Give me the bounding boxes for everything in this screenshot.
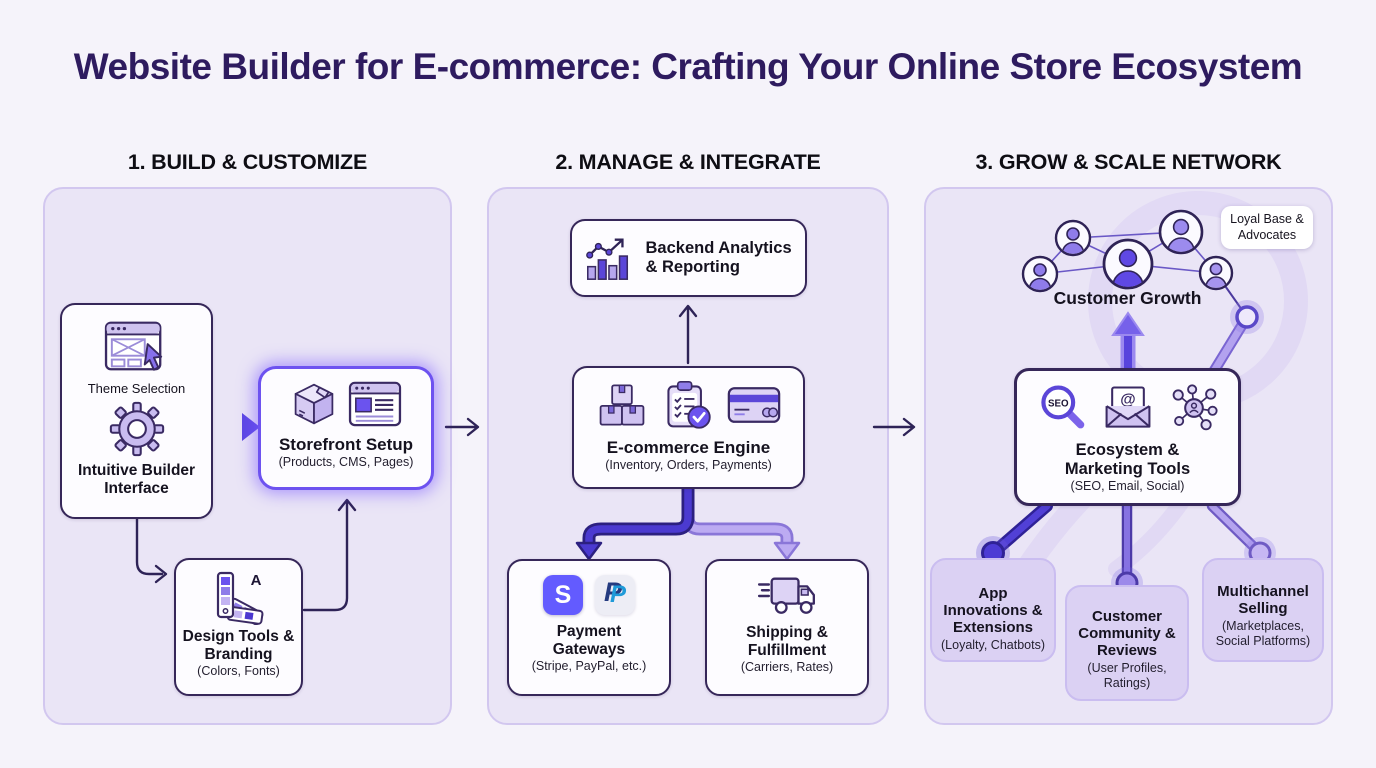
seo-label: SEO xyxy=(1047,399,1068,410)
section-header-grow: 3. GROW & SCALE NETWORK xyxy=(975,150,1282,174)
multichannel-subcard: Multichannel Selling (Marketplaces, Soci… xyxy=(1202,558,1324,662)
section-header-manage: 2. MANAGE & INTEGRATE xyxy=(555,150,821,174)
inventory-boxes-icon xyxy=(599,384,644,426)
design-letter: A xyxy=(250,572,261,589)
arrow-builder-to-storefront xyxy=(216,413,260,441)
engine-card: E-commerce Engine (Inventory, Orders, Pa… xyxy=(572,366,805,489)
social-network-icon xyxy=(1172,384,1218,431)
community-subcard-subtitle: (User Profiles, Ratings) xyxy=(1087,660,1167,691)
shipping-card: Shipping & Fulfillment (Carriers, Rates) xyxy=(705,559,869,696)
package-box-icon xyxy=(294,383,334,425)
storefront-card-title: Storefront Setup xyxy=(278,435,414,454)
color-swatches-icon: A xyxy=(216,571,263,625)
theme-browser-icon xyxy=(104,321,162,371)
analytics-chart-icon xyxy=(585,238,628,280)
at-symbol: @ xyxy=(1120,391,1135,408)
gear-icon xyxy=(109,401,164,457)
paypal-letter-front: P xyxy=(610,581,627,608)
seo-magnifier-icon: SEO xyxy=(1040,385,1084,429)
engine-card-title: E-commerce Engine xyxy=(606,438,771,457)
delivery-truck-icon xyxy=(757,577,815,614)
theme-selection-label: Theme Selection xyxy=(87,381,186,396)
ecosystem-card: SEO @ xyxy=(1014,368,1241,506)
ecosystem-card-title: Ecosystem & Marketing Tools xyxy=(1064,441,1191,478)
storefront-page-icon xyxy=(348,381,402,427)
arrow-builder-to-design xyxy=(135,517,168,584)
credit-card-icon xyxy=(727,387,780,423)
storefront-card-subtitle: (Products, CMS, Pages) xyxy=(278,455,414,470)
apps-subcard-subtitle: (Loyalty, Chatbots) xyxy=(941,637,1045,652)
arrow-panel2-to-panel3 xyxy=(872,417,916,437)
arrow-ecosystem-to-growth xyxy=(1111,311,1145,371)
analytics-card: Backend Analytics & Reporting xyxy=(570,219,807,297)
arrow-design-to-storefront xyxy=(302,498,357,612)
ecosystem-card-subtitle: (SEO, Email, Social) xyxy=(1070,479,1185,494)
apps-subcard-title: App Innovations & Extensions xyxy=(943,585,1043,636)
shipping-card-title: Shipping & Fulfillment xyxy=(746,624,828,659)
stripe-icon: S xyxy=(543,575,583,615)
section-header-build: 1. BUILD & CUSTOMIZE xyxy=(127,150,368,174)
design-card: A Design Tools & Branding (Colors, Fonts… xyxy=(174,558,303,696)
loyal-base-badge: Loyal Base & Advocates xyxy=(1221,206,1313,249)
shipping-card-subtitle: (Carriers, Rates) xyxy=(740,660,834,674)
customer-growth-label: Customer Growth xyxy=(1053,288,1202,308)
analytics-card-title: Backend Analytics & Reporting xyxy=(645,239,792,276)
engine-card-subtitle: (Inventory, Orders, Payments) xyxy=(605,458,772,473)
paypal-letter-back: P xyxy=(604,577,623,607)
connector-network-to-ecosystem xyxy=(1208,300,1264,377)
apps-subcard: App Innovations & Extensions (Loyalty, C… xyxy=(930,558,1056,662)
payment-card-title: Payment Gateways xyxy=(552,623,626,658)
payment-card-subtitle: (Stripe, PayPal, etc.) xyxy=(531,659,647,673)
email-at-icon: @ xyxy=(1105,386,1150,428)
builder-card-title: Intuitive Builder Interface xyxy=(77,462,196,497)
arrow-panel1-to-panel2 xyxy=(444,417,480,437)
design-card-title: Design Tools & Branding xyxy=(182,628,295,663)
cursor-icon xyxy=(143,343,162,371)
community-subcard: Customer Community & Reviews (User Profi… xyxy=(1065,585,1189,701)
payment-card: S P P Payment Gateways (Stripe, PayPal, … xyxy=(507,559,671,696)
storefront-card: Storefront Setup (Products, CMS, Pages) xyxy=(258,366,434,490)
paypal-icon: P P xyxy=(595,575,635,615)
page-title: Website Builder for E-commerce: Crafting… xyxy=(73,46,1303,87)
arrow-engine-to-shipping xyxy=(681,479,801,561)
arrow-engine-to-analytics xyxy=(678,304,698,365)
orders-checklist-icon xyxy=(666,380,711,429)
design-card-subtitle: (Colors, Fonts) xyxy=(197,664,280,678)
arrow-engine-to-payment xyxy=(575,479,695,561)
multichannel-subcard-title: Multichannel Selling xyxy=(1217,583,1309,617)
multichannel-subcard-subtitle: (Marketplaces, Social Platforms) xyxy=(1215,618,1311,649)
customer-avatar-icon xyxy=(1021,209,1234,293)
community-subcard-title: Customer Community & Reviews xyxy=(1078,608,1176,659)
builder-card: Theme Selection Intuitive Builde xyxy=(60,303,213,519)
stripe-letter: S xyxy=(554,580,572,609)
